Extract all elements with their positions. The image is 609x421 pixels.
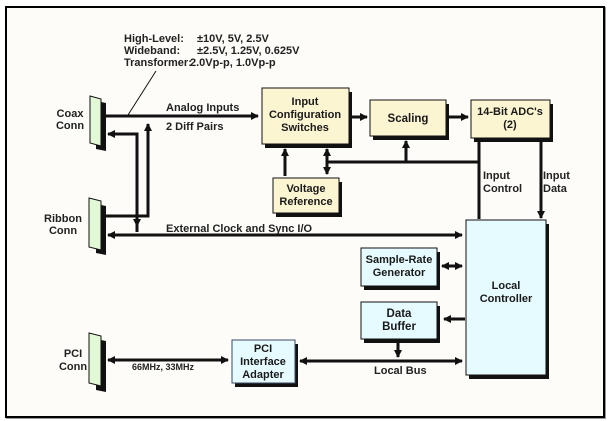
pci-adapter-line-3: Adapter (242, 369, 284, 381)
scaling-label: Scaling (388, 113, 429, 125)
coax-label-1: Coax (57, 108, 85, 120)
ribbon-to-analog-line (104, 123, 152, 218)
analog-inputs-label: Analog Inputs (166, 102, 239, 114)
input-data-label-1: Input (543, 170, 570, 182)
controller-line-1: Local (492, 280, 521, 292)
local-controller-block: Local Controller (465, 219, 549, 379)
pci-adapter-line-2: Interface (240, 356, 286, 368)
range-label-wideband: Wideband: (124, 45, 180, 57)
vref-line-2: Reference (279, 196, 332, 208)
vref-line-1: Voltage (287, 183, 326, 195)
range-label-high-level: High-Level: (124, 33, 184, 45)
ribbon-label-1: Ribbon (44, 213, 82, 225)
range-value-wideband: ±2.5V, 1.25V, 0.625V (197, 45, 300, 57)
pci-conn-label-2: Conn (59, 361, 87, 373)
range-value-high-level: ±10V, 5V, 2.5V (197, 33, 270, 45)
local-bus-label: Local Bus (374, 365, 427, 377)
input-ranges-note: High-Level: ±10V, 5V, 2.5V Wideband: ±2.… (124, 33, 300, 116)
input-configuration-block: Input Configuration Switches (261, 87, 352, 148)
ribbon-connector: Ribbon Conn (44, 197, 106, 255)
pci-conn-label-1: PCI (64, 348, 82, 360)
sample-rate-generator-block: Sample-Rate Generator (360, 247, 440, 290)
ribbon-label-2: Conn (49, 225, 77, 237)
controller-line-2: Controller (480, 293, 533, 305)
data-buffer-line-1: Data (387, 308, 413, 320)
input-config-line-1: Input (292, 96, 319, 108)
adc-line-2: (2) (503, 119, 517, 131)
range-value-transformer: 2.0Vp-p, 1.0Vp-p (190, 57, 276, 69)
input-control-label-2: Control (483, 183, 522, 195)
range-label-transformer: Transformer: (124, 57, 192, 69)
pci-adapter-line-1: PCI (254, 343, 272, 355)
callout-line (127, 70, 157, 116)
pci-interface-adapter-block: PCI Interface Adapter (231, 339, 298, 387)
data-buffer-line-2: Buffer (382, 321, 416, 333)
diff-pairs-label: 2 Diff Pairs (166, 121, 223, 133)
sample-rate-line-2: Generator (373, 267, 426, 279)
adc-block: 14-Bit ADC's (2) (470, 99, 553, 142)
signal-lines (104, 112, 545, 365)
scaling-block: Scaling (369, 99, 449, 140)
ext-clock-label: External Clock and Sync I/O (166, 223, 313, 235)
sample-rate-line-1: Sample-Rate (366, 254, 433, 266)
clock-to-coax-line (107, 130, 139, 232)
input-data-label-2: Data (543, 183, 568, 195)
coax-label-2: Conn (56, 120, 84, 132)
pci-connector-shape (88, 332, 102, 387)
adc-line-1: 14-Bit ADC's (477, 106, 543, 118)
voltage-reference-block: Voltage Reference (272, 177, 342, 217)
input-config-line-2: Configuration (269, 109, 341, 121)
ribbon-connector-shape (88, 197, 102, 251)
coax-connector-shape (89, 95, 102, 147)
pci-speed-label: 66MHz, 33MHz (132, 362, 195, 372)
input-config-line-3: Switches (281, 122, 329, 134)
data-buffer-block: Data Buffer (360, 301, 440, 343)
coax-connector: Coax Conn (56, 95, 106, 151)
pci-connector: PCI Conn (59, 332, 106, 392)
input-control-label-1: Input (483, 170, 510, 182)
